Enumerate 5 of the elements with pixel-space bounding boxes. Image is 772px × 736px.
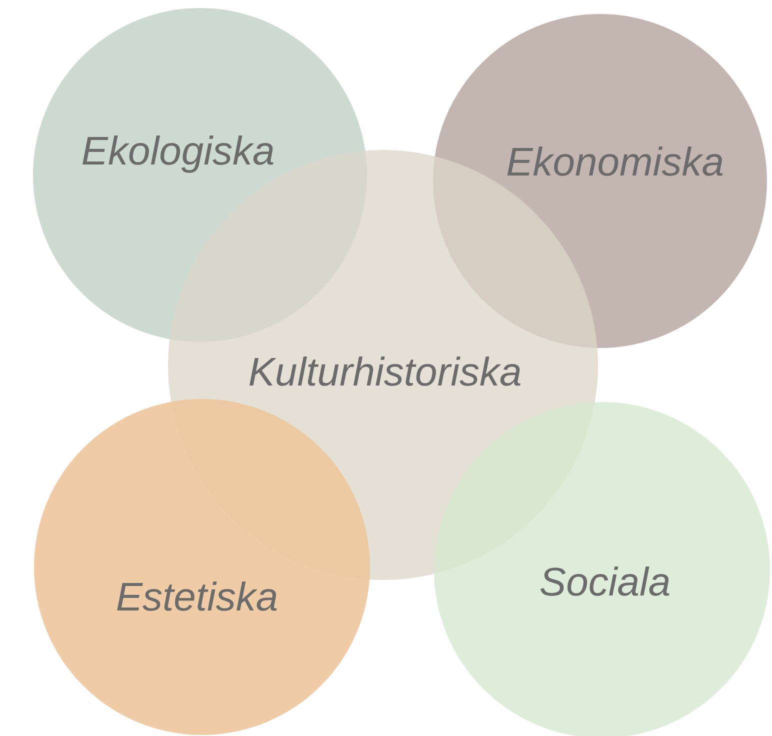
circle-label: Ekologiska bbox=[81, 130, 275, 174]
circle-label: Ekonomiska bbox=[506, 140, 724, 186]
circle-label: Estetiska bbox=[116, 576, 278, 620]
circle-label: Sociala bbox=[539, 560, 671, 606]
circle-label: Kulturhistoriska bbox=[248, 350, 522, 396]
